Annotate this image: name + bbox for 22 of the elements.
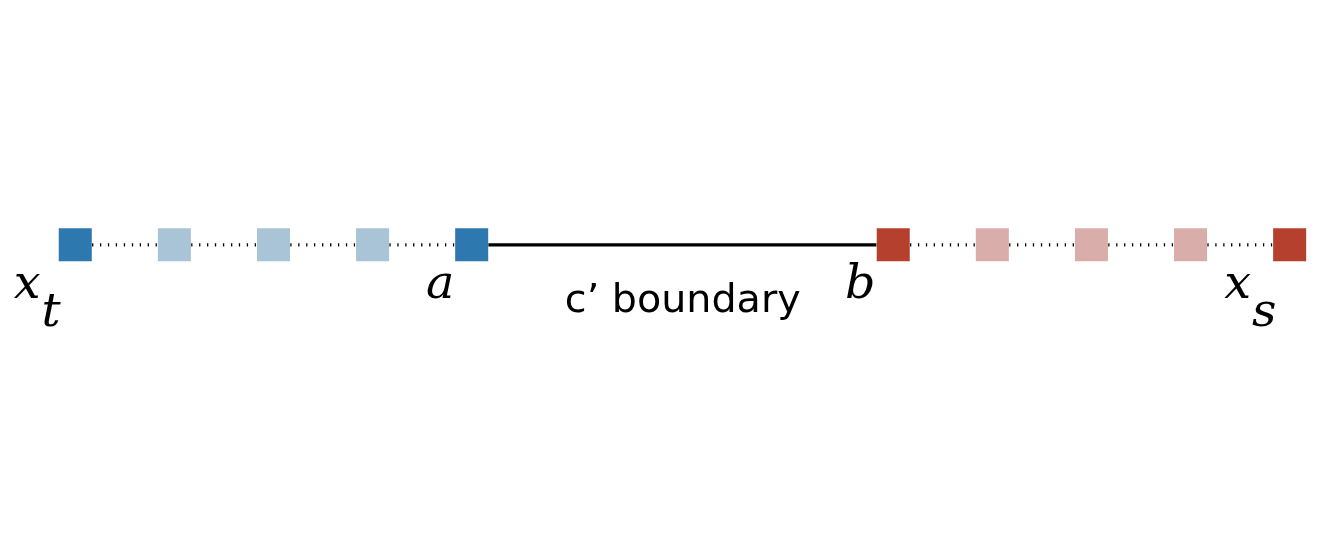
node-box xyxy=(1273,227,1307,261)
connector xyxy=(290,242,356,246)
node-box xyxy=(58,227,92,261)
connector xyxy=(389,242,455,246)
node-box xyxy=(876,227,910,261)
node-box xyxy=(356,227,390,261)
connector xyxy=(1009,242,1075,246)
connector xyxy=(1207,242,1273,246)
node-box xyxy=(1074,227,1108,261)
connector xyxy=(910,242,976,246)
connector xyxy=(92,242,158,246)
node-label: a xyxy=(426,253,455,309)
node-box xyxy=(157,227,191,261)
connector xyxy=(191,242,257,246)
connector xyxy=(488,242,877,246)
node-box xyxy=(256,227,290,261)
connector xyxy=(1108,242,1174,246)
node-box xyxy=(455,227,489,261)
node-label: b xyxy=(845,253,876,309)
label: c’ boundary xyxy=(564,274,801,321)
node-box xyxy=(1174,227,1208,261)
node-box xyxy=(975,227,1009,261)
